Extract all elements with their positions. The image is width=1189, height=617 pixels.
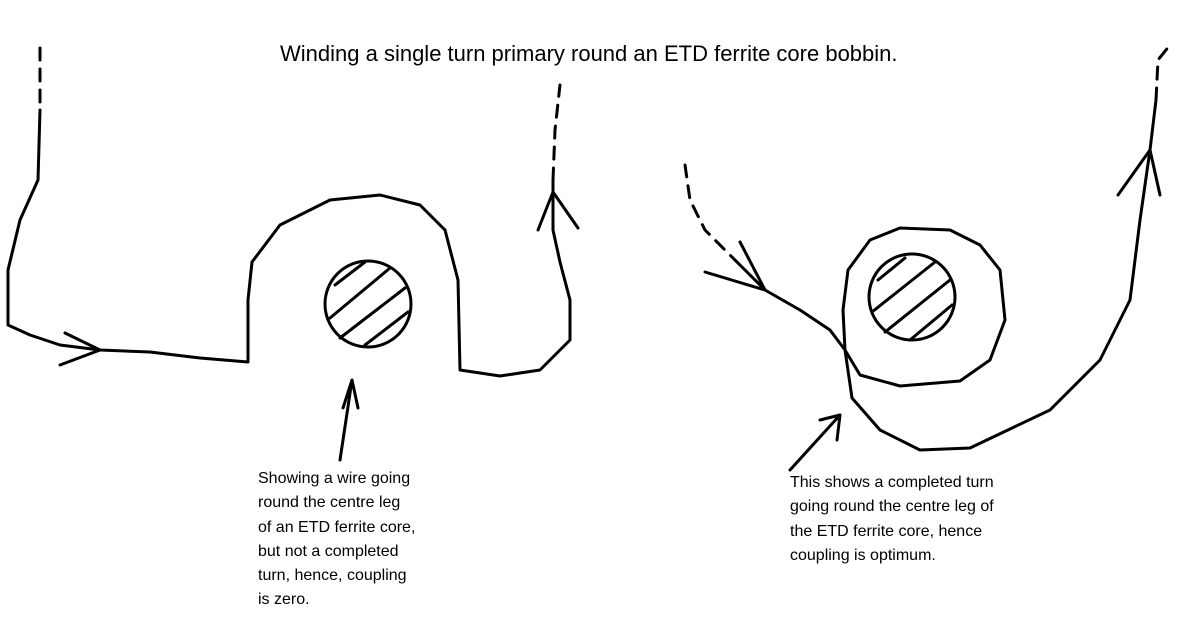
caption-line: This shows a completed turn [790,474,994,491]
right-caption: This shows a completed turn going round … [790,471,994,568]
left-wire-incomplete-turn [6,46,572,378]
caption-line: going round the centre leg of [790,498,994,516]
caption-line: the ETD ferrite core, hence [790,522,983,540]
left-pointer-arrow [338,378,360,462]
left-caption: Showing a wire going round the centre le… [258,467,415,613]
right-core-centre-leg [867,252,957,342]
caption-line: round the centre leg [258,494,401,512]
left-core-centre-leg [323,259,413,349]
diagram-title: Winding a single turn primary round an E… [280,41,898,66]
caption-line: coupling is optimum. [790,546,936,564]
right-pointer-arrow [788,413,842,472]
caption-line: turn, hence, coupling [258,567,407,585]
right-wire-complete-turn [683,43,1172,452]
arrowhead-right-icon [703,240,767,292]
arrowhead-up-icon [1116,148,1162,197]
arrowhead-up-icon [536,190,580,232]
caption-line: of an ETD ferrite core, [258,518,416,536]
arrowhead-right-icon [58,331,102,367]
caption-line: but not a completed [258,542,399,560]
caption-line: is zero. [258,591,310,609]
caption-line: Showing a wire going [258,470,411,487]
